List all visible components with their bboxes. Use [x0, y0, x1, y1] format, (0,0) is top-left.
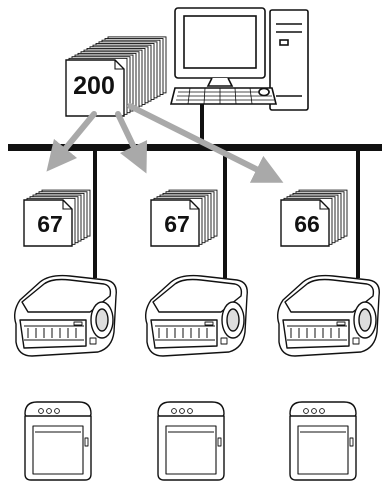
arrow-to-printer-1	[56, 114, 94, 160]
label-printer-icon	[15, 276, 117, 356]
compact-printer-icon	[25, 402, 91, 480]
distribution-arrows	[56, 106, 270, 176]
printer-1-page-count: 67	[37, 211, 63, 237]
compact-printer-icon	[158, 402, 224, 480]
printer-3-page-count: 66	[294, 211, 320, 237]
printer-2-page-count: 67	[164, 211, 190, 237]
label-printer-icon	[278, 276, 380, 356]
compact-printer-icon	[290, 402, 356, 480]
arrow-to-printer-2	[118, 114, 140, 160]
source-page-count: 200	[73, 72, 115, 100]
desktop-computer-icon	[171, 8, 308, 110]
label-printer-icon	[146, 276, 248, 356]
